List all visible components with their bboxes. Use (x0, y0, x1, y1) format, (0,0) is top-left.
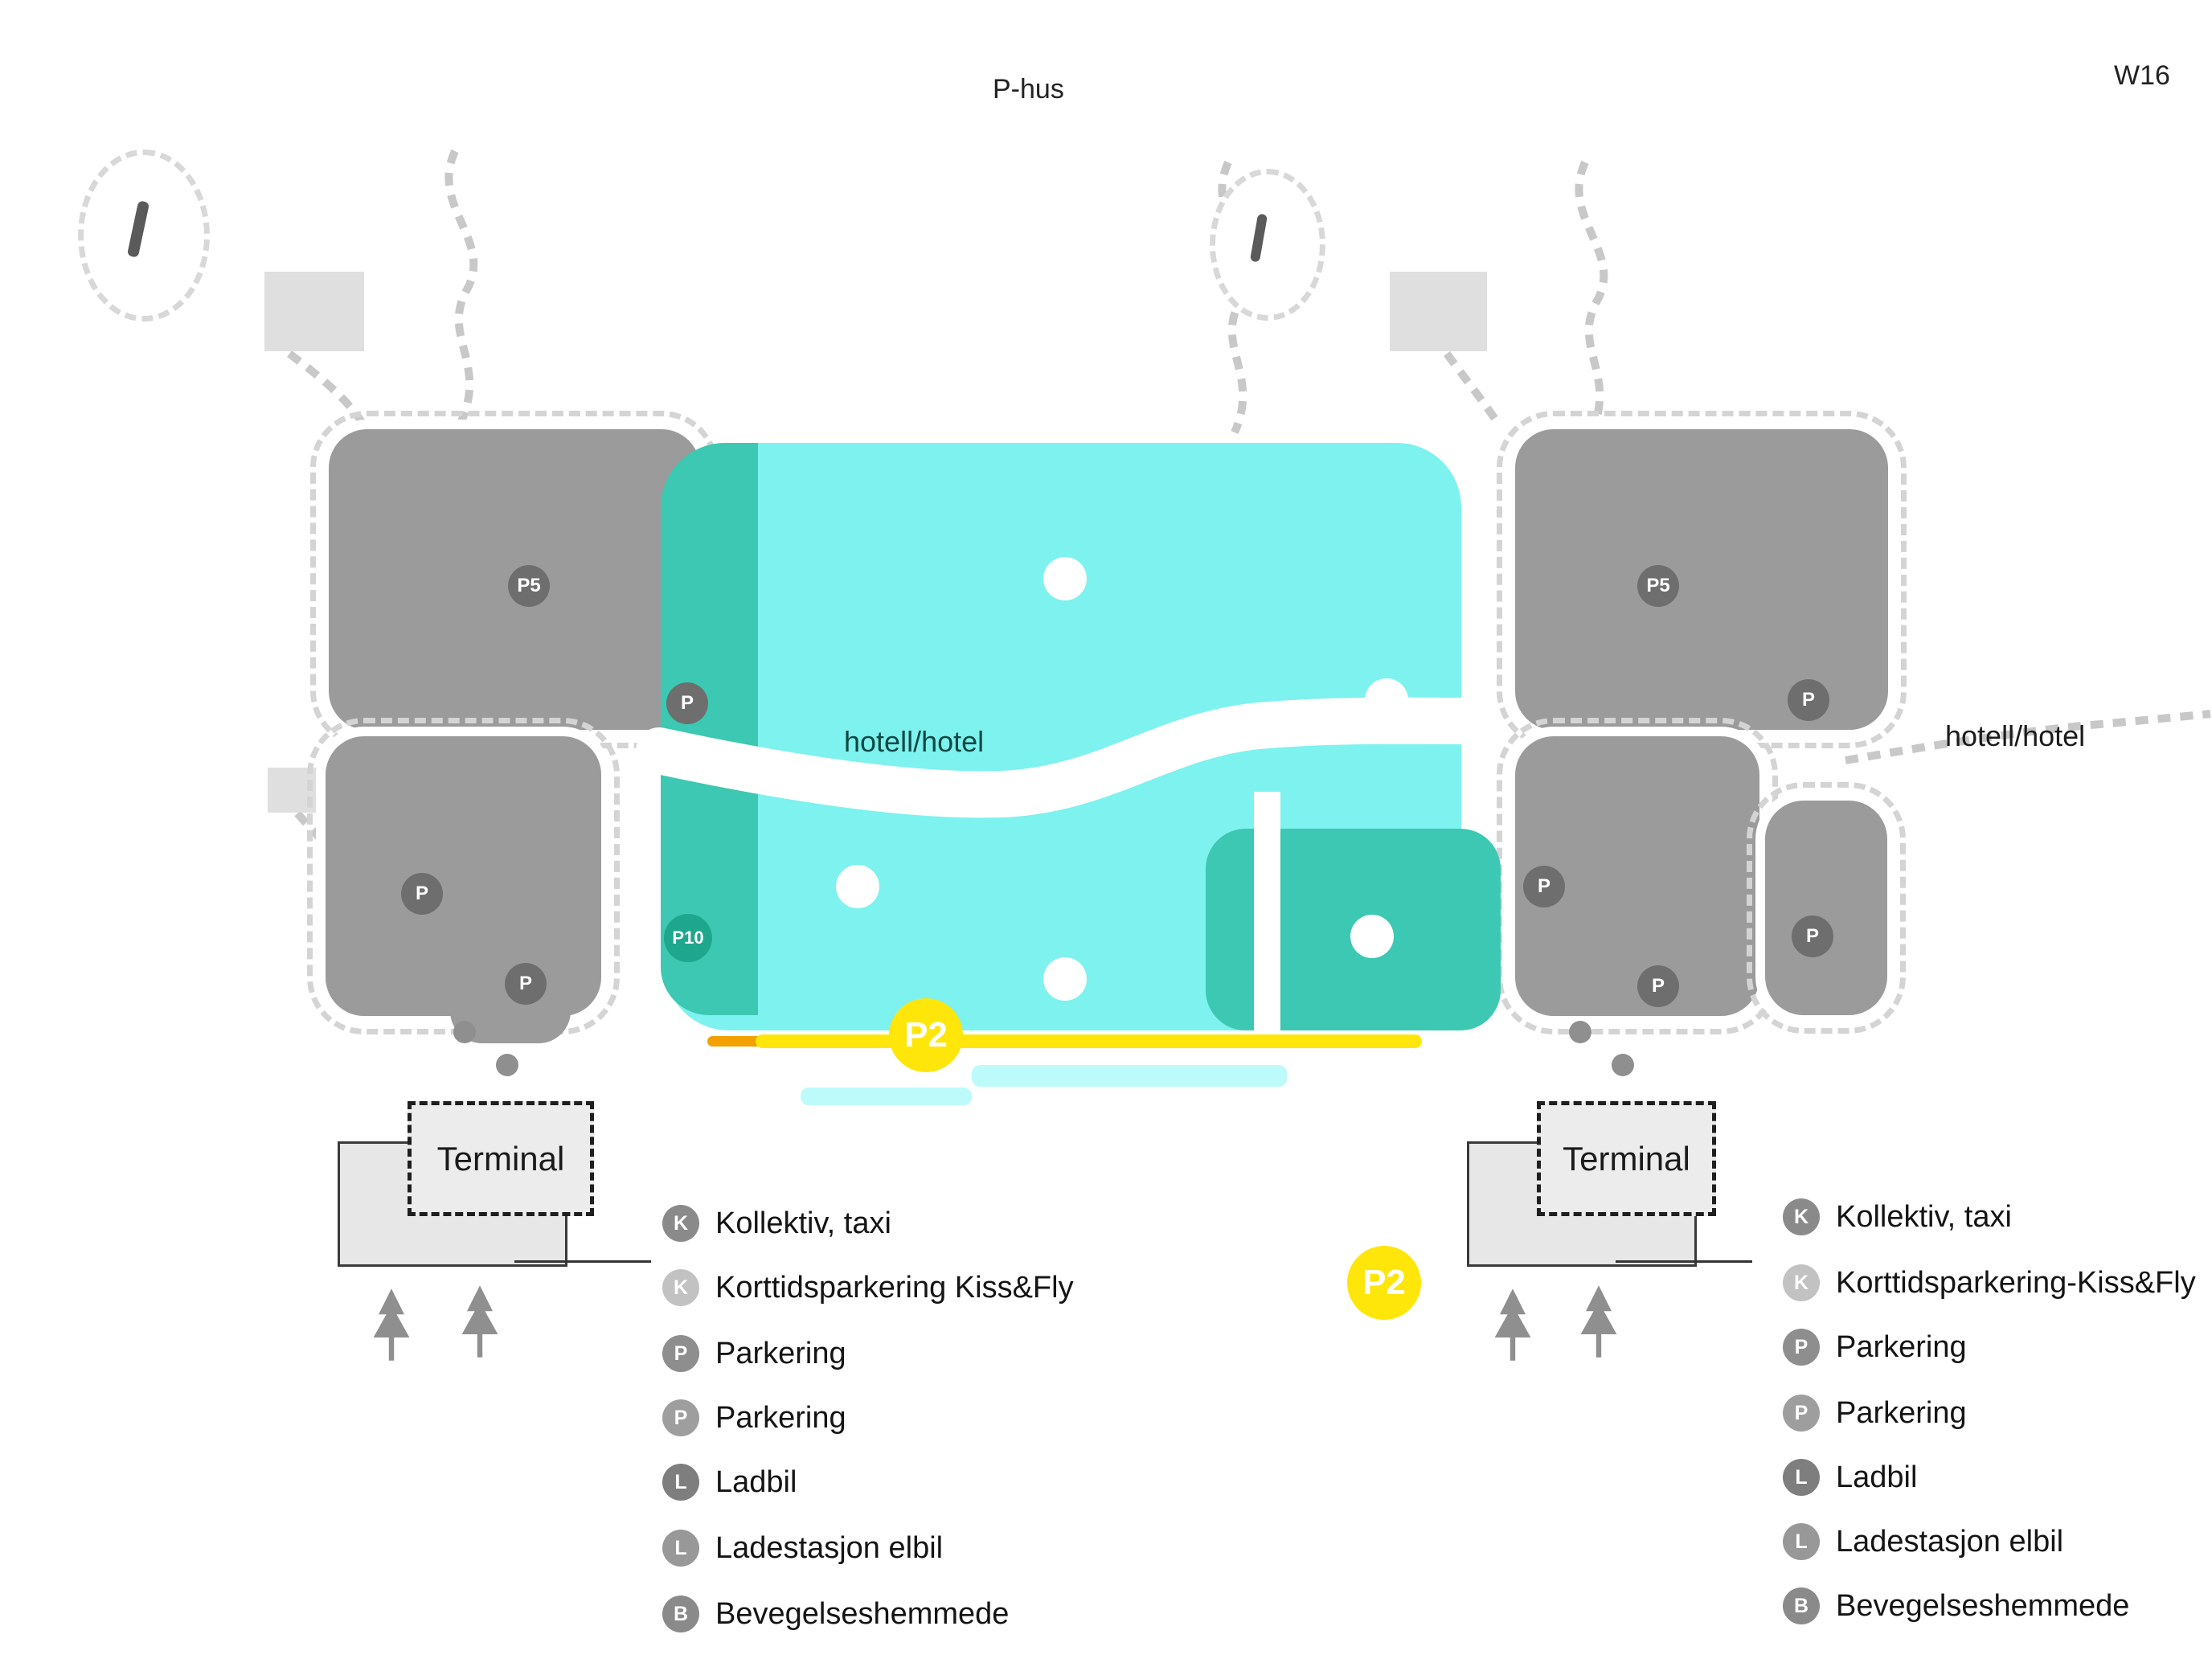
terminal-left-label: Terminal (408, 1101, 594, 1216)
tree-icon (1494, 1288, 1531, 1361)
legend-label: Parkering (1836, 1329, 1967, 1364)
route-cyan-strip (801, 1088, 972, 1105)
plaza-dot (836, 865, 879, 908)
plaza-dot (1365, 678, 1408, 722)
legend-item: P Parkering (662, 1399, 846, 1436)
parking-block-right-east (1747, 782, 1906, 1034)
legend-label: Ladestasjon elbil (715, 1530, 944, 1565)
plaza-road-path (636, 697, 1486, 818)
parking-marker: P (666, 682, 708, 724)
legend-item: P Parkering (662, 1335, 846, 1372)
parking-marker: P (1523, 866, 1565, 907)
platform-building (264, 272, 364, 351)
route-line-p2 (756, 1034, 1422, 1048)
kiss-fly-icon: K (1783, 1264, 1820, 1301)
p2-badge: P2 (1347, 1246, 1421, 1320)
kiss-fly-icon: K (662, 1269, 699, 1306)
parking-marker: P5 (508, 565, 550, 607)
legend-label: Bevegelseshemmede (1836, 1588, 2130, 1623)
legend-label: Parkering (715, 1400, 846, 1435)
legend-label: Bevegelseshemmede (715, 1596, 1010, 1631)
parking-icon: P (662, 1399, 699, 1436)
road-label-right: W16 (2114, 60, 2170, 91)
legend-label: Parkering (715, 1336, 846, 1370)
road-path (286, 350, 366, 424)
legend-item: L Ladbil (662, 1464, 797, 1501)
road-path (444, 149, 478, 424)
parking-block-right-upper (1497, 411, 1907, 748)
stop-icon (453, 1021, 476, 1043)
road-path (294, 810, 349, 871)
parking-marker-teal: P10 (664, 914, 712, 962)
stop-icon (1569, 1021, 1591, 1043)
parking-icon: P (1783, 1395, 1820, 1432)
parking-marker: P (1792, 916, 1833, 957)
legend-label: Ladbil (1836, 1460, 1918, 1494)
legend-item: L Ladbil (1783, 1459, 1917, 1496)
legend-label: Ladestasjon elbil (1836, 1524, 2064, 1559)
tree-icon (461, 1285, 498, 1358)
legend-label: Korttidsparkering-Kiss&Fly (1836, 1265, 2196, 1300)
platform-building (1390, 272, 1487, 351)
wheelchair-icon: B (1783, 1587, 1820, 1624)
parking-marker: P (1637, 965, 1679, 1007)
legend-item: K Korttidsparkering Kiss&Fly (662, 1269, 1074, 1306)
terminal-right-label: Terminal (1537, 1101, 1716, 1216)
legend-label: Parkering (1836, 1395, 1967, 1430)
terminal-footprint-line (1616, 1260, 1752, 1263)
plaza-road-gap (1254, 792, 1280, 1030)
tree-icon (1580, 1285, 1617, 1358)
charge-car-icon: L (1783, 1459, 1820, 1496)
wheelchair-icon: B (662, 1596, 699, 1632)
parking-icon: P (1783, 1329, 1820, 1366)
roundabout (1210, 169, 1325, 321)
stop-icon (496, 1054, 518, 1076)
hotel-label-center: hotell/hotel (844, 725, 985, 758)
route-cyan-strip (972, 1065, 1287, 1087)
legend-item: K Kollektiv, taxi (1783, 1198, 2012, 1235)
road-label-top: P-hus (993, 74, 1064, 104)
plaza-dot (1350, 915, 1394, 958)
route-orange-segment (707, 1036, 764, 1047)
hotel-label-right: hotell/hotel (1945, 719, 2086, 752)
charge-car-icon: L (662, 1464, 699, 1501)
plaza-dot (1043, 557, 1087, 600)
tree-icon (373, 1288, 410, 1361)
parking-marker: P5 (1637, 565, 1679, 607)
legend-item: L Ladestasjon elbil (1783, 1523, 2063, 1560)
legend-label: Kollektiv, taxi (715, 1206, 891, 1240)
road-path (1443, 351, 1504, 428)
legend-item: B Bevegelseshemmede (662, 1596, 1009, 1632)
legend-item: L Ladestasjon elbil (662, 1530, 943, 1567)
legend-item: K Kollektiv, taxi (662, 1205, 891, 1242)
legend-item: P Parkering (1783, 1395, 1967, 1432)
parking-marker: P (1788, 679, 1829, 721)
terminal-footprint-line (514, 1260, 651, 1263)
bus-icon: K (1783, 1198, 1820, 1235)
charging-station-icon: L (662, 1530, 699, 1567)
plaza-dot (1043, 957, 1087, 1001)
bus-icon: K (662, 1205, 699, 1242)
stop-icon (1612, 1054, 1634, 1076)
legend-label: Kollektiv, taxi (1836, 1199, 2012, 1234)
parking-icon: P (662, 1335, 699, 1372)
legend-item: P Parkering (1783, 1329, 1967, 1366)
road-path (1575, 160, 1608, 435)
parking-marker: P (505, 963, 547, 1005)
legend-item: B Bevegelseshemmede (1783, 1587, 2129, 1624)
platform-building (268, 768, 330, 813)
legend-item: K Korttidsparkering-Kiss&Fly (1783, 1264, 2196, 1301)
legend-label: Korttidsparkering Kiss&Fly (715, 1270, 1074, 1305)
p2-badge: P2 (889, 998, 963, 1072)
legend-label: Ladbil (715, 1464, 797, 1499)
charging-station-icon: L (1783, 1523, 1820, 1560)
roundabout (78, 150, 210, 322)
parking-marker: P (401, 873, 443, 915)
